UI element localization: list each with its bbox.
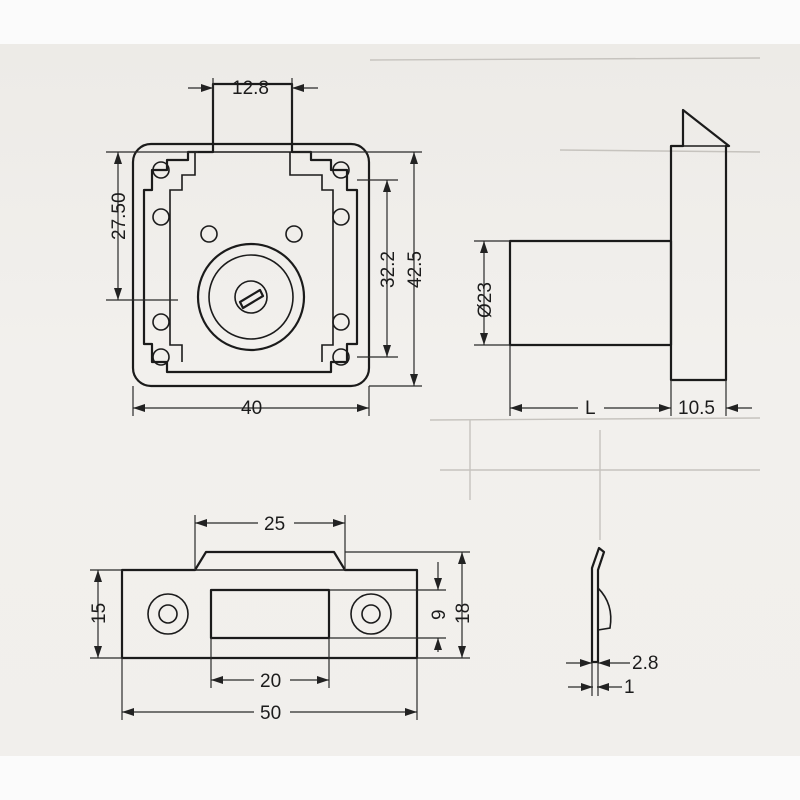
strike-screw-hole bbox=[350, 593, 392, 635]
screw-hole bbox=[332, 313, 350, 331]
dim-flange: 10.5 bbox=[678, 398, 715, 419]
edge-view-dimensions: 2.8 1 bbox=[566, 653, 658, 698]
strike-slot bbox=[209, 588, 331, 640]
dim-front-width: 40 bbox=[241, 398, 262, 419]
front-view-dimensions: 12.8 27.50 32.2 42.5 40 bbox=[106, 78, 426, 419]
edge-profile bbox=[590, 546, 606, 664]
strike-screw-hole-inner bbox=[158, 604, 178, 624]
dim-slot-top: 25 bbox=[264, 514, 285, 535]
pin-hole bbox=[200, 225, 218, 243]
lock-front-view bbox=[131, 82, 371, 388]
screw-hole bbox=[332, 208, 350, 226]
screw-hole bbox=[152, 208, 170, 226]
screw-hole bbox=[332, 161, 350, 179]
strike-edge-view bbox=[590, 546, 612, 664]
lock-side-view bbox=[508, 108, 731, 382]
lock-body-plate bbox=[142, 82, 359, 374]
dim-plate-width: 50 bbox=[260, 703, 281, 724]
screw-hole bbox=[332, 348, 350, 366]
dim-plate-height: 15 bbox=[89, 603, 110, 624]
dim-top-width: 12.8 bbox=[232, 78, 269, 99]
dim-diameter: Ø23 bbox=[475, 282, 496, 318]
lock-body-outer bbox=[131, 142, 371, 388]
screw-hole bbox=[152, 313, 170, 331]
strike-plate-dimensions: 25 15 9 18 20 bbox=[89, 514, 474, 724]
pin-hole bbox=[285, 225, 303, 243]
dim-length: L bbox=[585, 398, 596, 419]
background-bleed-through bbox=[369, 57, 761, 540]
side-view-dimensions: Ø23 L 10.5 bbox=[474, 240, 752, 419]
dim-left-height: 27.50 bbox=[109, 192, 130, 240]
strike-screw-hole-inner bbox=[361, 604, 381, 624]
key-slot bbox=[238, 288, 265, 310]
dim-slot-bottom: 20 bbox=[260, 671, 281, 692]
screw-hole bbox=[152, 161, 170, 179]
dim-slot-height: 9 bbox=[429, 609, 450, 620]
cylinder-outer bbox=[196, 242, 306, 352]
cylinder-inner bbox=[208, 254, 294, 340]
strike-plate-view bbox=[120, 550, 419, 660]
cylinder-body bbox=[508, 239, 673, 347]
dim-edge-thickness-a: 2.8 bbox=[632, 653, 658, 674]
lock-flange bbox=[669, 108, 731, 382]
dim-edge-thickness-b: 1 bbox=[624, 677, 635, 698]
strike-screw-hole bbox=[147, 593, 189, 635]
dim-inner-height: 32.2 bbox=[378, 251, 399, 288]
screw-hole bbox=[152, 348, 170, 366]
dim-outer-height: 42.5 bbox=[405, 251, 426, 288]
keyhole bbox=[234, 280, 268, 314]
edge-latch-bump bbox=[597, 587, 612, 631]
dim-plate-outer-height: 18 bbox=[453, 603, 474, 624]
